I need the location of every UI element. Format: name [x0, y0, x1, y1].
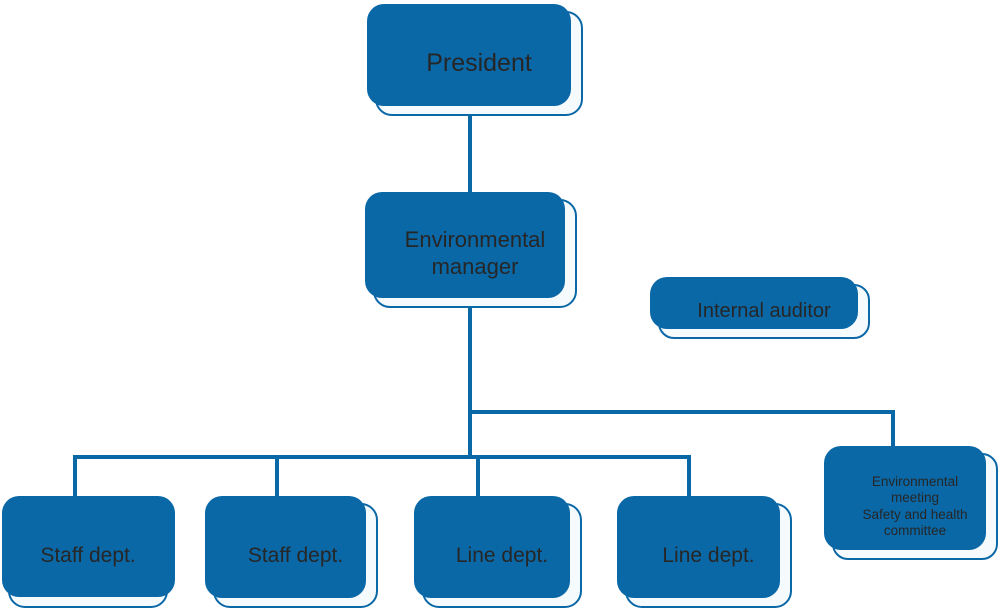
- connector-president-to-manager: [468, 115, 472, 201]
- node-staff-dept-1-label: Staff dept.: [40, 543, 136, 567]
- connector-departments-horizontal: [73, 455, 691, 459]
- node-environmental-manager-label: Environmental manager: [404, 226, 546, 279]
- connector-drop-staff-dept-2: [275, 455, 279, 505]
- connector-drop-line-dept-1: [476, 455, 480, 505]
- node-line-dept-1: Line dept.: [414, 496, 582, 608]
- node-president: President: [367, 4, 583, 116]
- node-internal-auditor-label: Internal auditor: [697, 300, 831, 323]
- node-staff-dept-1: Staff dept.: [2, 496, 175, 608]
- connector-manager-trunk: [468, 307, 472, 459]
- node-internal-auditor: Internal auditor: [650, 277, 870, 339]
- connector-drop-environmental-meeting: [891, 410, 895, 456]
- node-line-dept-2-label: Line dept.: [662, 543, 755, 567]
- node-line-dept-2: Line dept.: [617, 496, 792, 608]
- node-environmental-meeting-label: Environmental meeting Safety and health …: [862, 473, 968, 538]
- node-staff-dept-2-label: Staff dept.: [247, 543, 344, 567]
- node-environmental-meeting: Environmental meeting Safety and health …: [824, 446, 998, 560]
- node-line-dept-1-label: Line dept.: [455, 543, 549, 567]
- connector-drop-staff-dept-1: [73, 455, 77, 505]
- connector-branch-right-horizontal: [468, 410, 895, 414]
- node-environmental-manager: Environmental manager: [365, 192, 577, 308]
- node-staff-dept-2: Staff dept.: [205, 496, 378, 608]
- connector-drop-line-dept-2: [687, 455, 691, 505]
- node-president-label: President: [426, 49, 532, 78]
